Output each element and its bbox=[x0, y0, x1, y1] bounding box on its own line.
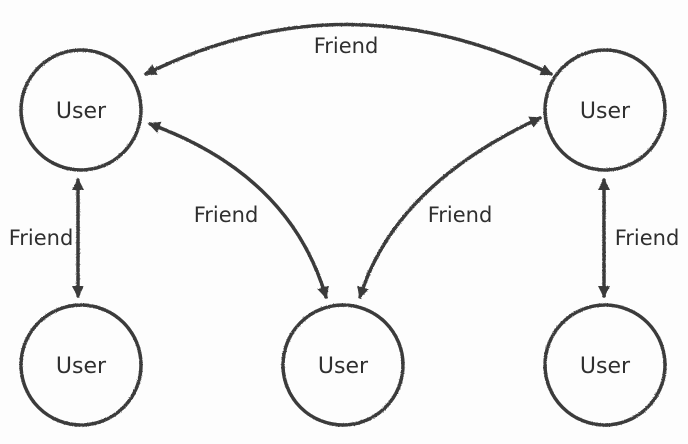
user-label-top-right: User bbox=[580, 99, 631, 124]
friend-edge-topright-center-user bbox=[357, 116, 542, 299]
node-labels: User User User User User bbox=[56, 99, 631, 379]
friend-label-left: Friend bbox=[9, 226, 74, 250]
friend-label-center-right: Friend bbox=[428, 203, 493, 227]
edge-labels: Friend Friend Friend Friend Friend bbox=[9, 34, 680, 250]
user-label-bottom-center: User bbox=[318, 354, 369, 379]
edges bbox=[72, 22, 610, 299]
user-label-top-left: User bbox=[56, 99, 107, 124]
friend-edge-topleft-center-user bbox=[148, 121, 329, 299]
nodes bbox=[19, 48, 667, 427]
friend-label-right: Friend bbox=[615, 226, 680, 250]
user-node-top-right bbox=[543, 48, 667, 172]
user-label-bottom-left: User bbox=[56, 354, 107, 379]
friend-label-top: Friend bbox=[314, 34, 379, 58]
friend-label-center-left: Friend bbox=[194, 203, 259, 227]
user-node-bottom-center bbox=[281, 303, 405, 427]
user-node-top-left bbox=[19, 48, 143, 172]
user-node-bottom-right bbox=[543, 303, 667, 427]
friend-edge-top-users bbox=[144, 22, 553, 76]
user-node-bottom-left bbox=[19, 303, 143, 427]
user-label-bottom-right: User bbox=[580, 354, 631, 379]
